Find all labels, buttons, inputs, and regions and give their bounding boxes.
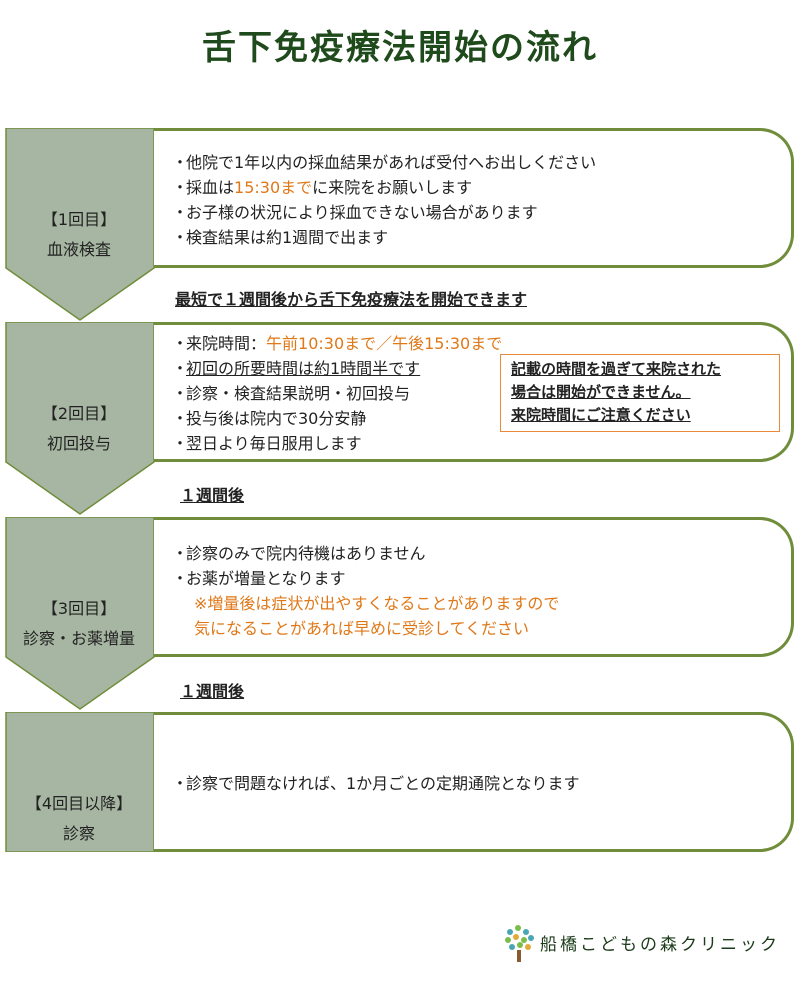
notice-line-1: 記載の時間を過ぎて来院された bbox=[511, 360, 722, 378]
step-1-bullet-4: ・検査結果は約1週間で出ます bbox=[172, 228, 389, 247]
notice-line-2: 場合は開始ができません。 bbox=[511, 383, 691, 401]
step-1-bullet-1: ・他院で1年以内の採血結果があれば受付へお出しください bbox=[172, 153, 597, 172]
step-2-box: ・来院時間：午前10:30まで／午後15:30まで ・初回の所要時間は約1時間半… bbox=[154, 322, 794, 462]
time-notice-box: 記載の時間を過ぎて来院された 場合は開始ができません。 来院時間にご注意ください bbox=[500, 354, 780, 432]
step-1-chevron: 【1回目】 血液検査 bbox=[0, 128, 160, 323]
step-2-bullet-3: ・診察・検査結果説明・初回投与 bbox=[172, 384, 411, 403]
step-1-label-top: 【1回目】 bbox=[41, 210, 117, 229]
step-3-bullet-1: ・診察のみで院内待機はありません bbox=[172, 544, 426, 563]
clinic-name: 船橋こどもの森クリニック bbox=[540, 935, 780, 955]
step-1-box: ・他院で1年以内の採血結果があれば受付へお出しください ・採血は15:30までに… bbox=[154, 128, 794, 268]
step-2-bullet-2: ・初回の所要時間は約1時間半です bbox=[172, 359, 421, 378]
step-4-label-bottom: 診察 bbox=[62, 824, 95, 843]
step-3-label-top: 【3回目】 bbox=[41, 599, 117, 618]
step-2-label-top: 【2回目】 bbox=[41, 404, 117, 423]
blood-deadline-highlight: 15:30まで bbox=[234, 178, 313, 197]
step-2-bullet-4: ・投与後は院内で30分安静 bbox=[172, 409, 367, 428]
step-3-label-bottom: 診察・お薬増量 bbox=[22, 629, 135, 648]
step-3-note-line-1: ※増量後は症状が出やすくなることがありますので bbox=[194, 594, 560, 613]
page-title: 舌下免疫療法開始の流れ bbox=[202, 28, 598, 68]
step-4-label-top: 【4回目以降】 bbox=[25, 794, 133, 813]
step-4-bullet-1: ・診察で問題なければ、1か月ごとの定期通院となります bbox=[172, 774, 580, 793]
step-3-chevron: 【3回目】 診察・お薬増量 bbox=[0, 517, 160, 712]
step-4-chevron-shape bbox=[5, 712, 155, 852]
step-2-chevron: 【2回目】 初回投与 bbox=[0, 322, 160, 517]
step-1-bullet-2: ・採血は15:30までに来院をお願いします bbox=[172, 178, 473, 197]
visit-time-highlight: 午前10:30まで／午後15:30まで bbox=[266, 334, 503, 353]
step-4-box: ・診察で問題なければ、1か月ごとの定期通院となります bbox=[154, 712, 794, 852]
clinic-logo: 船橋こどもの森クリニック bbox=[500, 922, 790, 966]
step-2-bullet-5: ・翌日より毎日服用します bbox=[172, 434, 362, 453]
notice-line-3: 来院時間にご注意ください bbox=[511, 406, 691, 424]
between-text-1: 最短で１週間後から舌下免疫療法を開始できます bbox=[175, 290, 528, 309]
step-3-note-line-2: 気になることがあれば早めに受診してください bbox=[194, 619, 530, 638]
tree-logo-icon bbox=[505, 925, 534, 962]
step-2-label-bottom: 初回投与 bbox=[46, 434, 111, 453]
between-text-2: １週間後 bbox=[180, 486, 245, 505]
step-1-bullet-3: ・お子様の状況により採血できない場合があります bbox=[172, 203, 538, 222]
step-2-chevron-shape bbox=[5, 322, 155, 515]
step-3-bullet-2: ・お薬が増量となります bbox=[172, 569, 346, 588]
step-4-chevron: 【4回目以降】 診察 bbox=[0, 712, 160, 852]
step-3-box: ・診察のみで院内待機はありません ・お薬が増量となります ※増量後は症状が出やす… bbox=[154, 517, 794, 657]
between-text-3: １週間後 bbox=[180, 682, 245, 701]
step-2-bullet-1: ・来院時間：午前10:30まで／午後15:30まで bbox=[172, 334, 503, 353]
step-1-label-bottom: 血液検査 bbox=[46, 240, 111, 259]
step-1-chevron-shape bbox=[5, 128, 155, 321]
step-3-chevron-shape bbox=[5, 517, 155, 710]
